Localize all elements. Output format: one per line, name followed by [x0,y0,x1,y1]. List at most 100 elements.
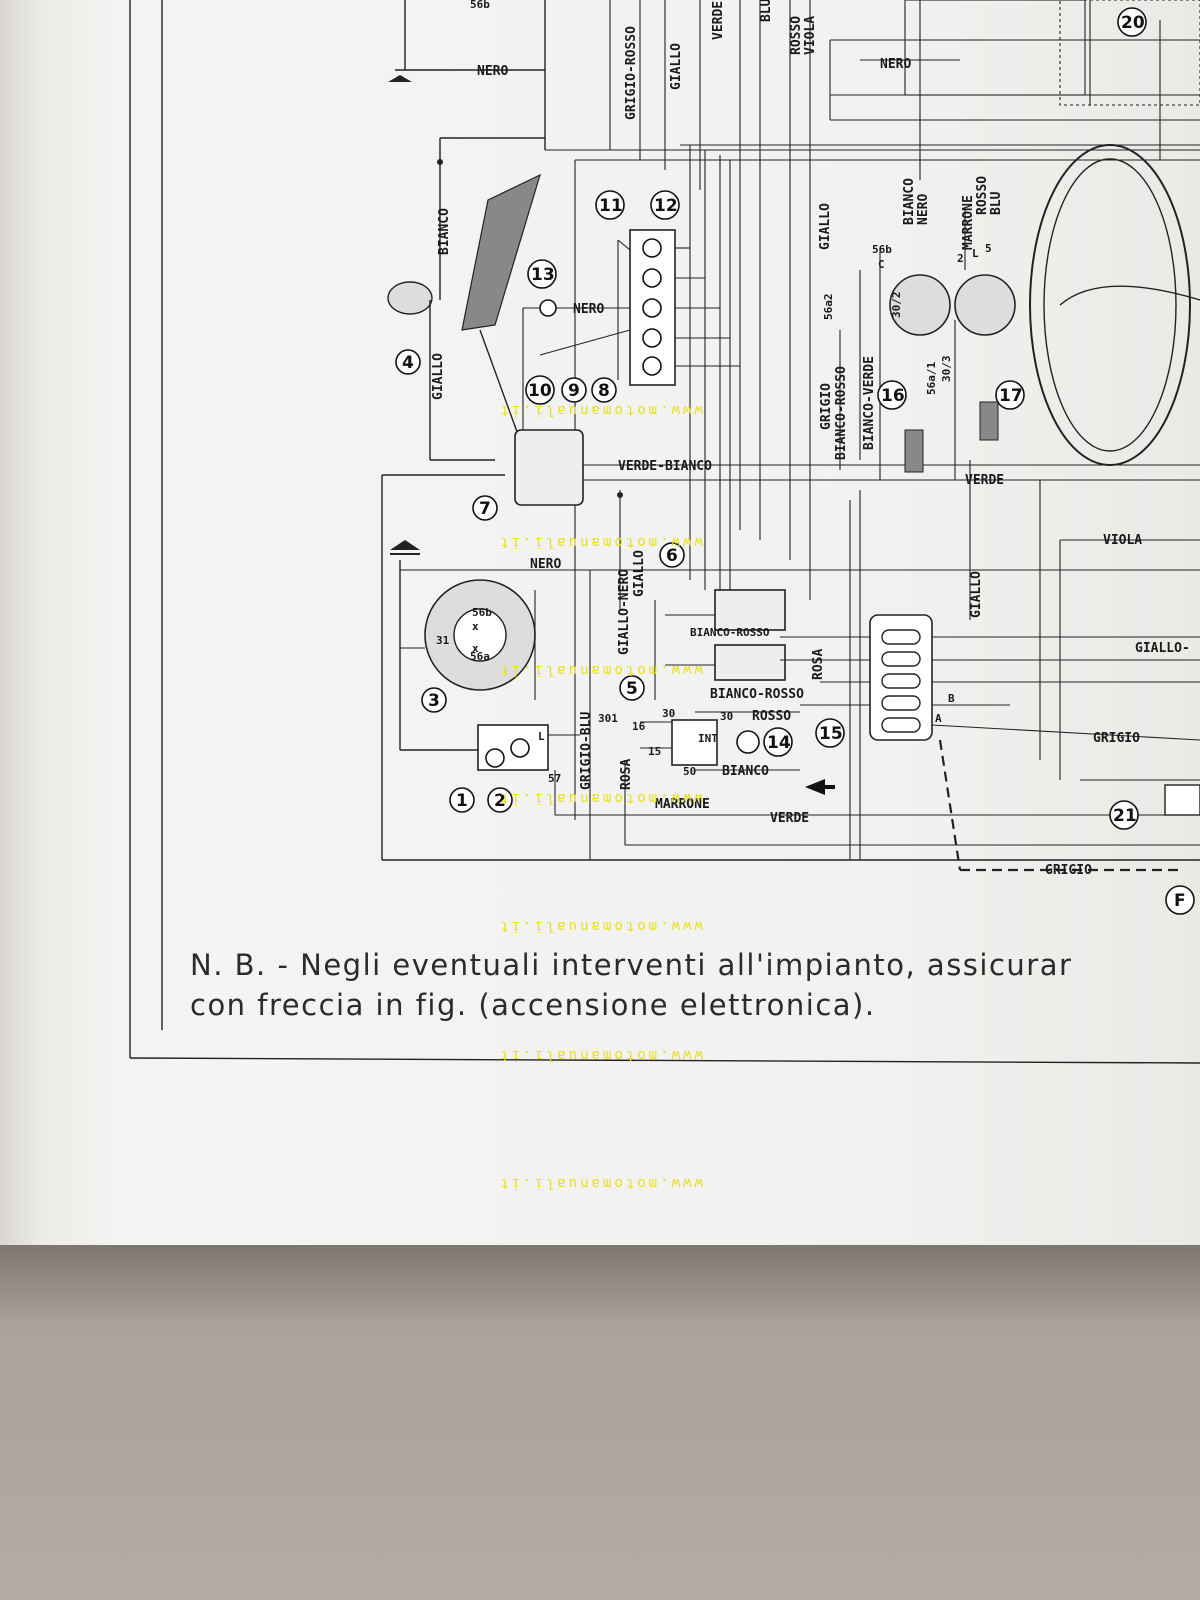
callout-7: 7 [479,499,491,519]
term-30-2: 30/2 [890,292,903,319]
label-bianco-bottom: BIANCO [722,764,769,779]
label-grigio-blu: GRIGIO-BLU [579,712,594,790]
callout-1: 1 [456,791,468,811]
wiper-motor [514,429,1200,610]
fuse-block [522,229,740,430]
watermark-6: www.motomanuali.it [497,1047,703,1063]
label-viola-right: VIOLA [1103,533,1142,548]
label-grigio-right-row: GRIGIO [1093,731,1140,746]
term-301: 301 [598,712,618,725]
term-56b-switch: 56b [872,243,892,256]
wiring-diagram: x x [129,0,1200,1064]
table-surface [0,1245,1200,1600]
label-bianco-nero: BIANCO [902,178,917,225]
label-rosa-bottom: ROSA [619,759,634,790]
label-marrone-switch: MARRONE [961,195,976,250]
callout-21: 21 [1113,806,1137,826]
headlight: x x [399,560,1200,860]
callout-6: 6 [666,546,678,566]
label-verde-right: VERDE [965,473,1004,488]
label-giallo-left: GIALLO [431,353,446,400]
term-C: C [878,258,885,271]
term-15: 15 [648,745,661,758]
callout-F: F [1174,891,1186,911]
term-56a-1: 56a/1 [925,362,938,395]
term-L5: L [972,247,979,260]
label-grigio-rosso: GRIGIO-ROSSO [624,26,639,120]
component-callouts: 1 2 3 4 5 6 7 8 9 10 11 12 13 14 15 16 1… [395,7,1195,915]
label-rosso-top: ROSSO [789,16,804,55]
label-marrone: MARRONE [655,797,710,812]
callout-2: 2 [494,791,506,811]
term-56b: 56b [472,606,492,619]
svg-text:x: x [472,620,479,633]
label-nero-top-right: NERO [880,57,911,72]
label-grigio-dashed: GRIGIO [1045,863,1092,878]
term-B: B [948,692,955,705]
callout-9: 9 [568,381,580,401]
term-5: 5 [985,242,992,255]
indicator-lamps [654,589,786,700]
label-bianco-verde: BIANCO-VERDE [862,356,877,450]
svg-text:x: x [472,642,479,655]
label-giallo-right: GIALLO [818,203,833,250]
label-nero-mid: NERO [530,557,561,572]
label-blu-top: BLU [759,0,774,22]
watermark-3: www.motomanuali.it [497,662,703,678]
left-components [381,137,1200,861]
watermark-2: www.motomanuali.it [497,534,703,550]
term-56a2: 56a2 [822,294,835,321]
label-verde-bottom: VERDE [770,811,809,826]
label-viola-top: VIOLA [803,16,818,55]
label-rosso-switch: ROSSO [975,176,990,215]
frame-bottom [129,1057,1200,1064]
connector-block [780,490,1200,872]
label-nero-switch: NERO [916,194,931,225]
callout-16: 16 [881,386,905,406]
steering-area [839,144,1200,816]
parking-lamps [400,724,1200,816]
label-blu-switch: BLU [989,191,1004,215]
term-30-a: 30 [662,707,675,720]
callout-3: 3 [428,691,440,711]
label-giallo-top: GIALLO [669,43,684,90]
watermark-7: www.motomanuali.it [497,1175,703,1191]
label-giallo-mid: GIALLO [632,550,647,597]
label-verde-bianco: VERDE-BIANCO [618,459,712,474]
label-grigio-right: GRIGIO [819,383,834,430]
callout-5: 5 [626,679,638,699]
label-giallo-nero: GIALLO-NERO [617,569,632,655]
label-nero-fuse: NERO [573,302,604,317]
label-bianco-rosso: BIANCO-ROSSO [710,687,804,702]
term-2: 2 [957,252,964,265]
callout-11: 11 [599,196,623,216]
callout-10: 10 [528,381,552,401]
term-56b-top: 56b [470,0,490,11]
label-rosso: ROSSO [752,709,791,724]
ground-symbols [388,75,420,555]
label-giallo-cut: GIALLO- [1135,641,1190,656]
label-bianco-rosso-right: BIANCO-ROSSO [834,366,849,460]
term-30-3: 30/3 [940,356,953,383]
term-56a: 56a [470,650,490,663]
watermark-5: www.motomanuali.it [497,918,703,934]
label-verde-top: VERDE [711,1,726,40]
term-57: 57 [548,772,561,785]
callout-12: 12 [654,196,678,216]
note-line-1: N. B. - Negli eventuali interventi all'i… [190,948,1073,982]
term-L: L [538,730,545,743]
ignition-switch [624,711,1200,846]
label-bianco-left: BIANCO [437,208,452,255]
callout-20: 20 [1121,13,1145,33]
callout-15: 15 [819,724,843,744]
term-30-b: 30 [720,710,733,723]
watermark-1: www.motomanuali.it [497,402,703,418]
label-rosa-right: ROSA [811,649,826,680]
callout-14: 14 [767,733,791,753]
label-nero-top: NERO [477,64,508,79]
callout-4: 4 [402,353,414,373]
callout-13: 13 [531,265,555,285]
label-giallo-connector: GIALLO [969,571,984,618]
callout-17: 17 [999,386,1023,406]
term-A: A [935,712,942,725]
